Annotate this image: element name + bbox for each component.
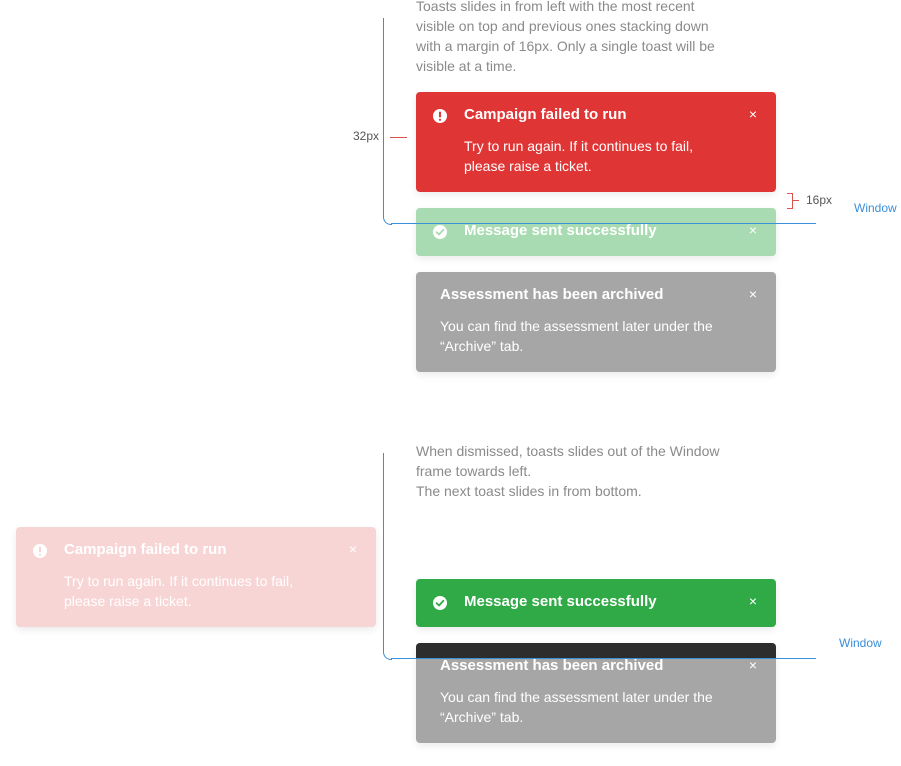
toast-success: Message sent successfully ×	[416, 579, 776, 627]
close-icon[interactable]: ×	[748, 657, 758, 673]
close-icon[interactable]: ×	[748, 593, 758, 609]
toast-error-dismissed: Campaign failed to run × Try to run agai…	[16, 527, 376, 627]
window-frame-left	[383, 453, 384, 651]
toast-body-line: “Archive” tab.	[440, 338, 524, 354]
toast-body: Try to run again. If it continues to fai…	[64, 571, 334, 611]
toast-error: Campaign failed to run × Try to run agai…	[416, 92, 776, 192]
toast-body-line: You can find the assessment later under …	[440, 318, 713, 334]
toast-body-line: “Archive” tab.	[440, 709, 524, 725]
toast-title: Assessment has been archived	[440, 286, 664, 303]
toast-body: You can find the assessment later under …	[440, 687, 760, 727]
toast-title: Message sent successfully	[464, 222, 657, 239]
description-line: The next toast slides in from bottom.	[416, 483, 642, 499]
close-icon[interactable]: ×	[348, 541, 358, 557]
margin-measure-label: 32px	[353, 129, 380, 143]
description-line: Toasts slides in from left with the most…	[416, 0, 695, 14]
toast-body: Try to run again. If it continues to fai…	[464, 136, 734, 176]
toast-body: You can find the assessment later under …	[440, 316, 760, 356]
window-frame-bottom-overlay	[416, 223, 816, 224]
toast-body-line: You can find the assessment later under …	[440, 689, 713, 705]
check-circle-icon	[433, 596, 447, 610]
top-description: Toasts slides in from left with the most…	[416, 0, 736, 76]
toast-archived: Assessment has been archived × You can f…	[416, 272, 776, 372]
description-line: visible on top and previous ones stackin…	[416, 18, 709, 34]
toast-success: Message sent successfully ×	[416, 208, 776, 256]
close-icon[interactable]: ×	[748, 286, 758, 302]
window-frame-left	[383, 18, 384, 216]
toast-title: Campaign failed to run	[64, 541, 227, 558]
exclamation-circle-icon	[433, 109, 447, 123]
toast-archived: Assessment has been archived × You can f…	[416, 643, 776, 743]
toast-body-line: please raise a ticket.	[64, 593, 192, 609]
window-label: Window	[854, 201, 897, 215]
toast-title: Campaign failed to run	[464, 106, 627, 123]
close-icon[interactable]: ×	[748, 106, 758, 122]
close-icon[interactable]: ×	[748, 222, 758, 238]
window-frame-bottom	[391, 658, 816, 659]
toast-body-line: Try to run again. If it continues to fai…	[464, 138, 694, 154]
gap-measure-tick	[793, 200, 799, 201]
check-circle-icon	[433, 225, 447, 239]
toast-title: Message sent successfully	[464, 593, 657, 610]
window-frame-corner	[383, 216, 392, 225]
toast-title: Assessment has been archived	[440, 657, 664, 674]
window-label: Window	[839, 636, 882, 650]
bottom-description: When dismissed, toasts slides out of the…	[416, 441, 736, 501]
margin-measure-line	[390, 137, 407, 138]
toast-body-line: Try to run again. If it continues to fai…	[64, 573, 294, 589]
window-frame-corner	[383, 651, 392, 660]
gap-measure-bracket	[787, 193, 793, 209]
description-line: visible at a time.	[416, 58, 517, 74]
toast-body-line: please raise a ticket.	[464, 158, 592, 174]
description-line: When dismissed, toasts slides out of the…	[416, 443, 720, 459]
exclamation-circle-icon	[33, 544, 47, 558]
description-line: frame towards left.	[416, 463, 532, 479]
description-line: with a margin of 16px. Only a single toa…	[416, 38, 715, 54]
gap-measure-label: 16px	[806, 193, 833, 207]
toast-overlap-shadow	[416, 643, 776, 658]
